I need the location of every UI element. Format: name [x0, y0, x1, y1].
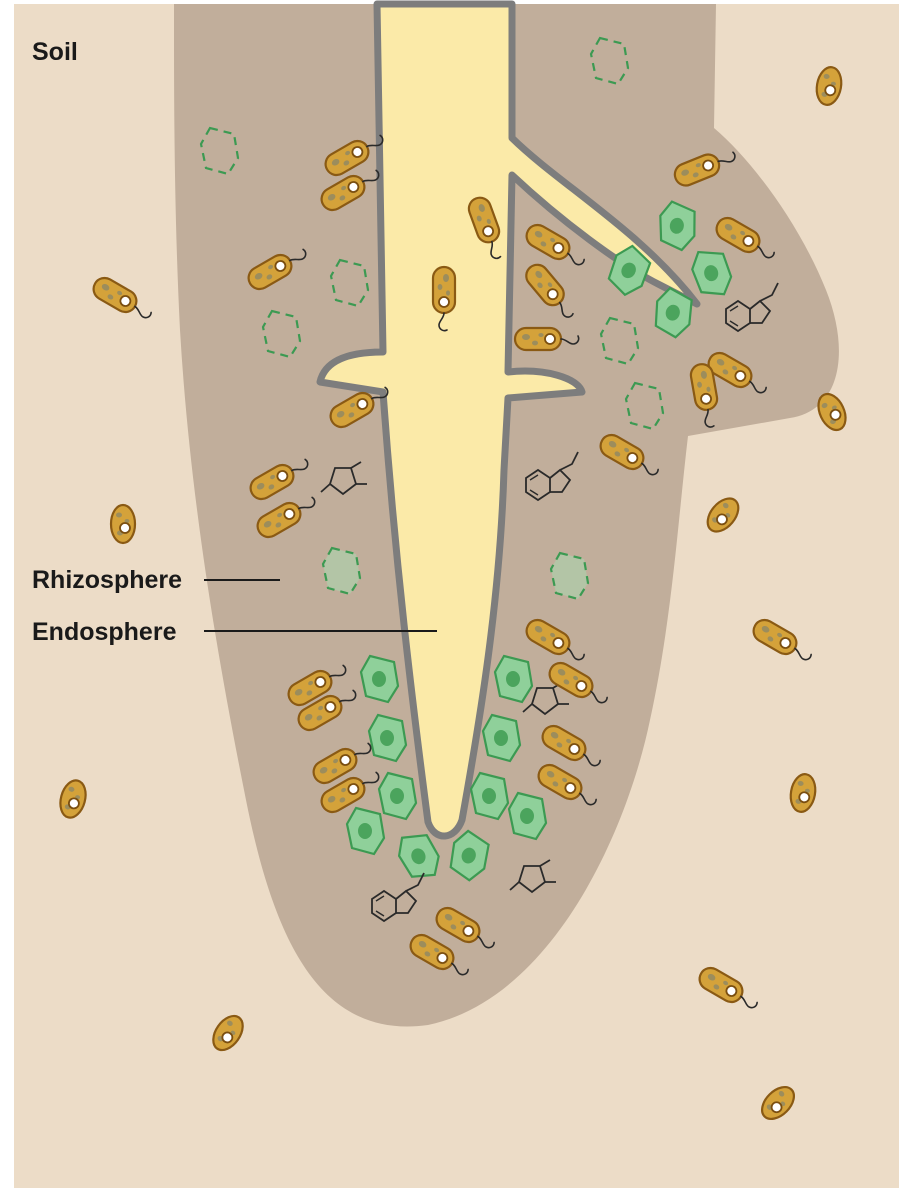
dead-cell-outline-icon [323, 548, 360, 594]
plant-cell-icon [379, 773, 416, 819]
plant-cell-icon [509, 793, 546, 839]
bacterium-icon [111, 505, 135, 543]
rhizosphere-label: Rhizosphere [32, 566, 182, 594]
plant-cell-icon [483, 715, 520, 761]
plant-cell-icon [471, 773, 508, 819]
plant-cell-icon [369, 715, 406, 761]
plant-cell-icon [347, 808, 384, 854]
plant-cell-icon [495, 656, 532, 702]
plant-cell-icon [361, 656, 398, 702]
soil-label: Soil [32, 38, 78, 66]
dead-cell-outline-icon [551, 553, 588, 599]
endosphere-label: Endosphere [32, 618, 177, 646]
